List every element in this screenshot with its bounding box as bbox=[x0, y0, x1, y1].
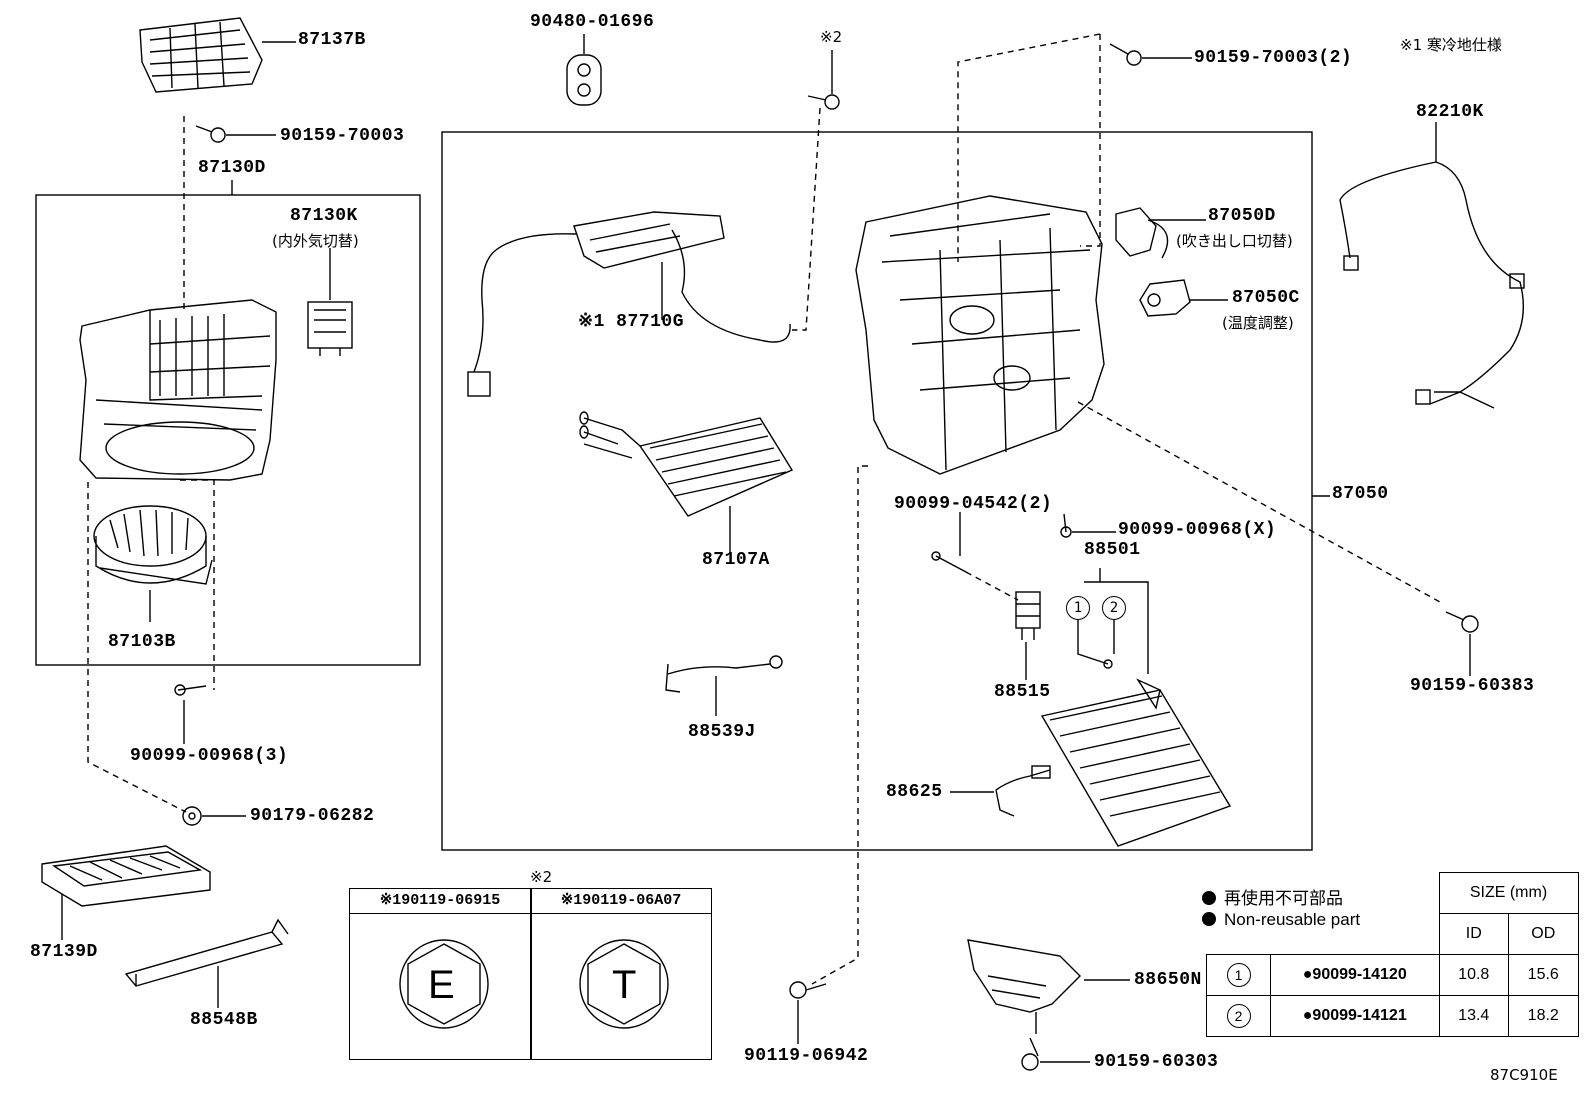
row-part: ●90099-14120 bbox=[1270, 954, 1440, 996]
label-82210K: 82210K bbox=[1416, 102, 1484, 122]
label-87050C: 87050C bbox=[1232, 288, 1300, 308]
row-id: 13.4 bbox=[1438, 995, 1509, 1037]
label-90159-60303: 90159-60303 bbox=[1094, 1052, 1219, 1072]
legend-en-text: Non-reusable part bbox=[1224, 910, 1361, 929]
label-90159-70003: 90159-70003 bbox=[280, 126, 405, 146]
heater-core-icon bbox=[579, 411, 794, 517]
screw-variant-right-header: ※190119-06A07 bbox=[531, 889, 711, 914]
label-88650N: 88650N bbox=[1134, 970, 1202, 990]
servo-motor-icon bbox=[1139, 279, 1191, 317]
label-87130K: 87130K bbox=[290, 206, 358, 226]
hvac-unit-icon bbox=[855, 195, 1105, 475]
row-od: 18.2 bbox=[1508, 995, 1579, 1037]
bolt-icon bbox=[931, 551, 967, 573]
label-88501: 88501 bbox=[1084, 540, 1141, 560]
grommet-icon bbox=[566, 54, 602, 106]
sensor-icon bbox=[665, 655, 783, 693]
size-table-col-id: ID bbox=[1438, 913, 1509, 955]
screw-variant-left-header: ※190119-06915 bbox=[350, 889, 531, 914]
label-87050C-desc: (温度調整) bbox=[1222, 314, 1294, 332]
wire-harness-icon bbox=[467, 211, 791, 397]
legend-dot-icon bbox=[1202, 891, 1216, 905]
screw-icon bbox=[1060, 513, 1072, 538]
callout-circle-2: 2 bbox=[1102, 596, 1126, 620]
blower-motor-icon bbox=[93, 505, 213, 585]
servo-motor-icon bbox=[307, 301, 353, 356]
label-90159-60383: 90159-60383 bbox=[1410, 676, 1535, 696]
label-90159-70003-2: 90159-70003(2) bbox=[1194, 48, 1353, 68]
row-mark: 2 bbox=[1226, 1004, 1251, 1028]
label-87050: 87050 bbox=[1332, 484, 1389, 504]
row-mark: 1 bbox=[1226, 963, 1251, 987]
row-id: 10.8 bbox=[1438, 954, 1509, 996]
sensor-icon bbox=[995, 765, 1051, 817]
callout-circle-1: 1 bbox=[1066, 596, 1090, 620]
servo-motor-icon bbox=[1115, 207, 1169, 259]
filter-grille-icon bbox=[139, 17, 263, 93]
evaporator-icon bbox=[1040, 678, 1232, 847]
label-88515: 88515 bbox=[994, 682, 1051, 702]
label-88625: 88625 bbox=[886, 782, 943, 802]
blower-housing-icon bbox=[79, 299, 277, 481]
label-87103B: 87103B bbox=[108, 632, 176, 652]
label-87130K-desc: (内外気切替) bbox=[272, 232, 359, 250]
label-90099-00968-3: 90099-00968(3) bbox=[130, 746, 289, 766]
note-cold-climate: ※1 寒冷地仕様 bbox=[1400, 36, 1502, 54]
screw-icon bbox=[1021, 1037, 1039, 1071]
hex-bolt-icon bbox=[399, 939, 489, 1029]
label-90099-04542-2: 90099-04542(2) bbox=[894, 494, 1053, 514]
label-88539J: 88539J bbox=[688, 722, 756, 742]
screw-variant-box: ※190119-06915 ※190119-06A07 E T bbox=[349, 888, 712, 1060]
size-table: SIZE (mm) ID OD 1 ●90099-14120 10.8 15.6… bbox=[1206, 872, 1579, 1037]
label-90480-01696: 90480-01696 bbox=[530, 12, 655, 32]
screw-icon bbox=[789, 981, 827, 999]
screw-icon bbox=[195, 125, 226, 143]
size-table-col-od: OD bbox=[1508, 913, 1579, 955]
label-87137B: 87137B bbox=[298, 30, 366, 50]
table-row: 2 ●90099-14121 13.4 18.2 bbox=[1206, 995, 1579, 1037]
seal-strip-icon bbox=[124, 918, 289, 987]
row-od: 15.6 bbox=[1508, 954, 1579, 996]
label-90119-06942: 90119-06942 bbox=[744, 1046, 869, 1066]
table-row: 1 ●90099-14120 10.8 15.6 bbox=[1206, 954, 1579, 996]
label-87107A: 87107A bbox=[702, 550, 770, 570]
legend-jp-text: 再使用不可部品 bbox=[1224, 889, 1343, 908]
legend-jp: 再使用不可部品 bbox=[1202, 884, 1343, 909]
legend-en: Non-reusable part bbox=[1202, 910, 1360, 930]
letter-E-mark: E bbox=[428, 963, 455, 1007]
expansion-valve-icon bbox=[1015, 591, 1041, 640]
label-87710G: ※1 87710G bbox=[578, 312, 684, 332]
wire-harness-icon bbox=[1339, 161, 1525, 409]
nut-icon bbox=[182, 806, 202, 826]
label-88548B: 88548B bbox=[190, 1010, 258, 1030]
screw-icon bbox=[174, 684, 207, 696]
screw-icon bbox=[1109, 43, 1142, 66]
screw-icon bbox=[1445, 611, 1479, 633]
label-90179-06282: 90179-06282 bbox=[250, 806, 375, 826]
legend-dot-icon bbox=[1202, 912, 1216, 926]
note-mark-2: ※2 bbox=[820, 28, 843, 46]
letter-T-mark: T bbox=[612, 963, 637, 1007]
label-87139D: 87139D bbox=[30, 942, 98, 962]
label-87130D: 87130D bbox=[198, 158, 266, 178]
control-module-icon bbox=[967, 939, 1081, 1013]
label-87050D: 87050D bbox=[1208, 206, 1276, 226]
screw-box-divider bbox=[530, 889, 532, 1059]
hex-bolt-icon bbox=[579, 939, 669, 1029]
screw-icon bbox=[807, 94, 840, 110]
row-part: ●90099-14121 bbox=[1270, 995, 1440, 1037]
diagram-code: 87C910E bbox=[1490, 1066, 1558, 1084]
blower-assembly-frame bbox=[35, 194, 421, 666]
label-90099-00968-X: 90099-00968(X) bbox=[1118, 520, 1277, 540]
size-table-title: SIZE (mm) bbox=[1438, 872, 1579, 914]
screw-box-mark: ※2 bbox=[530, 868, 553, 886]
heater-unit-frame bbox=[441, 131, 1313, 851]
label-87050D-desc: (吹き出し口切替) bbox=[1176, 232, 1293, 250]
air-filter-icon bbox=[41, 845, 211, 907]
